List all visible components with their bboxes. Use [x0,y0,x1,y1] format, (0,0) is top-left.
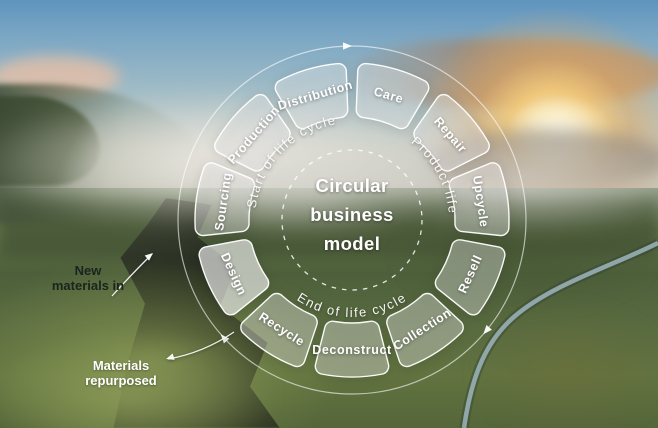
segment-sourcing [194,162,256,237]
materials-repurposed-line2: repurposed [85,373,157,388]
inner-dashed-circle [281,149,423,291]
moorland [470,300,658,428]
new-materials-line2: materials in [51,278,125,293]
segment-label-deconstruct: Deconstruct [312,343,392,357]
segment-repair [413,93,490,172]
materials-repurposed-line1: Materials [92,358,150,373]
materials-repurposed-arrow-line [167,331,235,360]
cycle-direction-arrowhead-icon [220,334,230,344]
cycle-direction-arrowhead-icon [343,42,352,50]
segment-distribution [274,62,349,130]
valley-mist [170,140,450,240]
materials-repurposed-label: Materials repurposed [59,358,183,388]
segment-collection [386,292,464,368]
road [461,240,658,428]
segment-care [355,62,430,130]
cycle-direction-arrowhead-icon [483,325,492,335]
segment-upcycle [448,162,510,237]
segment-recycle [240,292,318,368]
new-materials-label: New materials in [36,263,140,293]
segment-design [198,239,270,316]
segment-production [214,93,291,172]
segment-resell [434,239,506,316]
new-materials-line1: New [74,263,102,278]
new-materials-arrowhead-icon [144,253,153,261]
segment-deconstruct [314,320,390,378]
materials-repurposed-arrowhead-icon [166,353,175,360]
